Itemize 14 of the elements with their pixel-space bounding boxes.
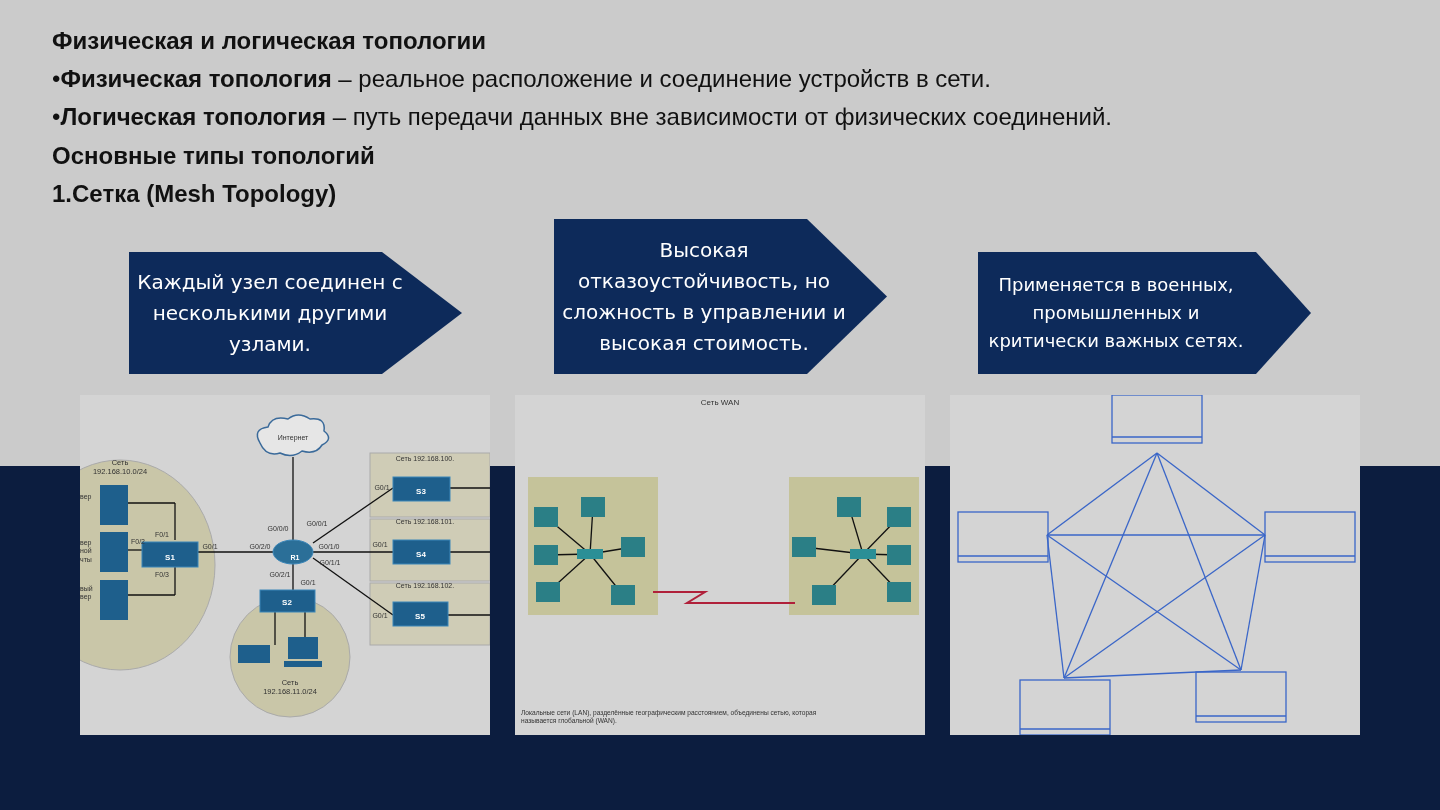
device-label: S3 <box>416 487 426 496</box>
slide-title: Физическая и логическая топологии <box>52 27 487 55</box>
chevron-text: Высокая отказоустойчивость, но сложность в управлении и высокая стоимость. <box>562 236 846 357</box>
device-label: S5 <box>415 612 425 621</box>
device-label: S4 <box>416 550 426 559</box>
chevron-text: Каждый узел соединен с несколькими другими узлами. <box>136 268 404 358</box>
device-label: S1 <box>165 553 175 562</box>
device-label: S2 <box>282 598 292 607</box>
bullet-text: •Физическая топология – реальное расположение и соединение устройств в сети. <box>52 65 991 93</box>
list-heading: 1.Сетка (Mesh Topology) <box>52 180 337 208</box>
section-heading: Основные типы топологий <box>52 142 375 170</box>
chevron-text: Применяется в военных, промышленных и критически важных сетях. <box>987 273 1245 353</box>
network-title: Сеть WAN <box>700 398 740 407</box>
bullet-text: •Логическая топология – путь передачи данных вне зависимости от физических соединений. <box>52 103 1113 131</box>
